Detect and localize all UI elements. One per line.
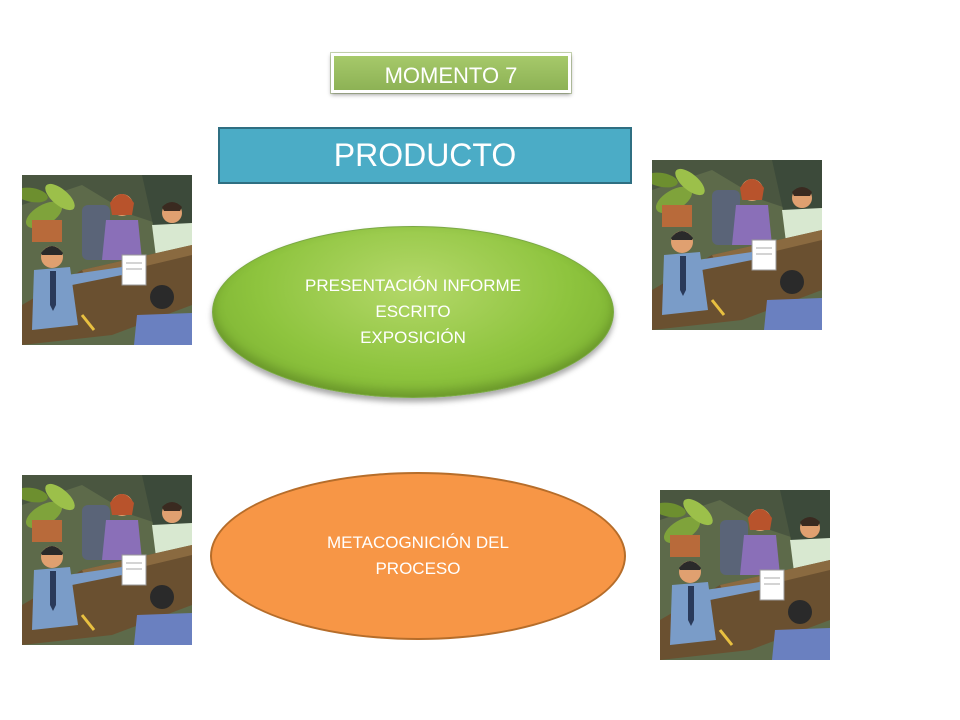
momento-label: MOMENTO 7 xyxy=(331,53,571,93)
business-meeting-icon xyxy=(660,490,830,660)
presentation-line-1: PRESENTACIÓN INFORME xyxy=(305,276,521,295)
meeting-clipart-top-left xyxy=(22,175,192,345)
metacognition-line-2: PROCESO xyxy=(375,559,461,578)
business-meeting-icon xyxy=(22,475,192,645)
meeting-clipart-bottom-left xyxy=(22,475,192,645)
meeting-clipart-bottom-right xyxy=(660,490,830,660)
metacognition-line-1: METACOGNICIÓN DEL xyxy=(327,533,509,552)
page-title: PRODUCTO xyxy=(218,127,632,184)
business-meeting-icon xyxy=(652,160,822,330)
meeting-clipart-top-right xyxy=(652,160,822,330)
presentation-ellipse: PRESENTACIÓN INFORME ESCRITO EXPOSICIÓN xyxy=(212,226,614,398)
business-meeting-icon xyxy=(22,175,192,345)
metacognition-ellipse: METACOGNICIÓN DEL PROCESO xyxy=(210,472,626,640)
presentation-line-3: EXPOSICIÓN xyxy=(360,328,466,347)
presentation-line-2: ESCRITO xyxy=(375,302,451,321)
